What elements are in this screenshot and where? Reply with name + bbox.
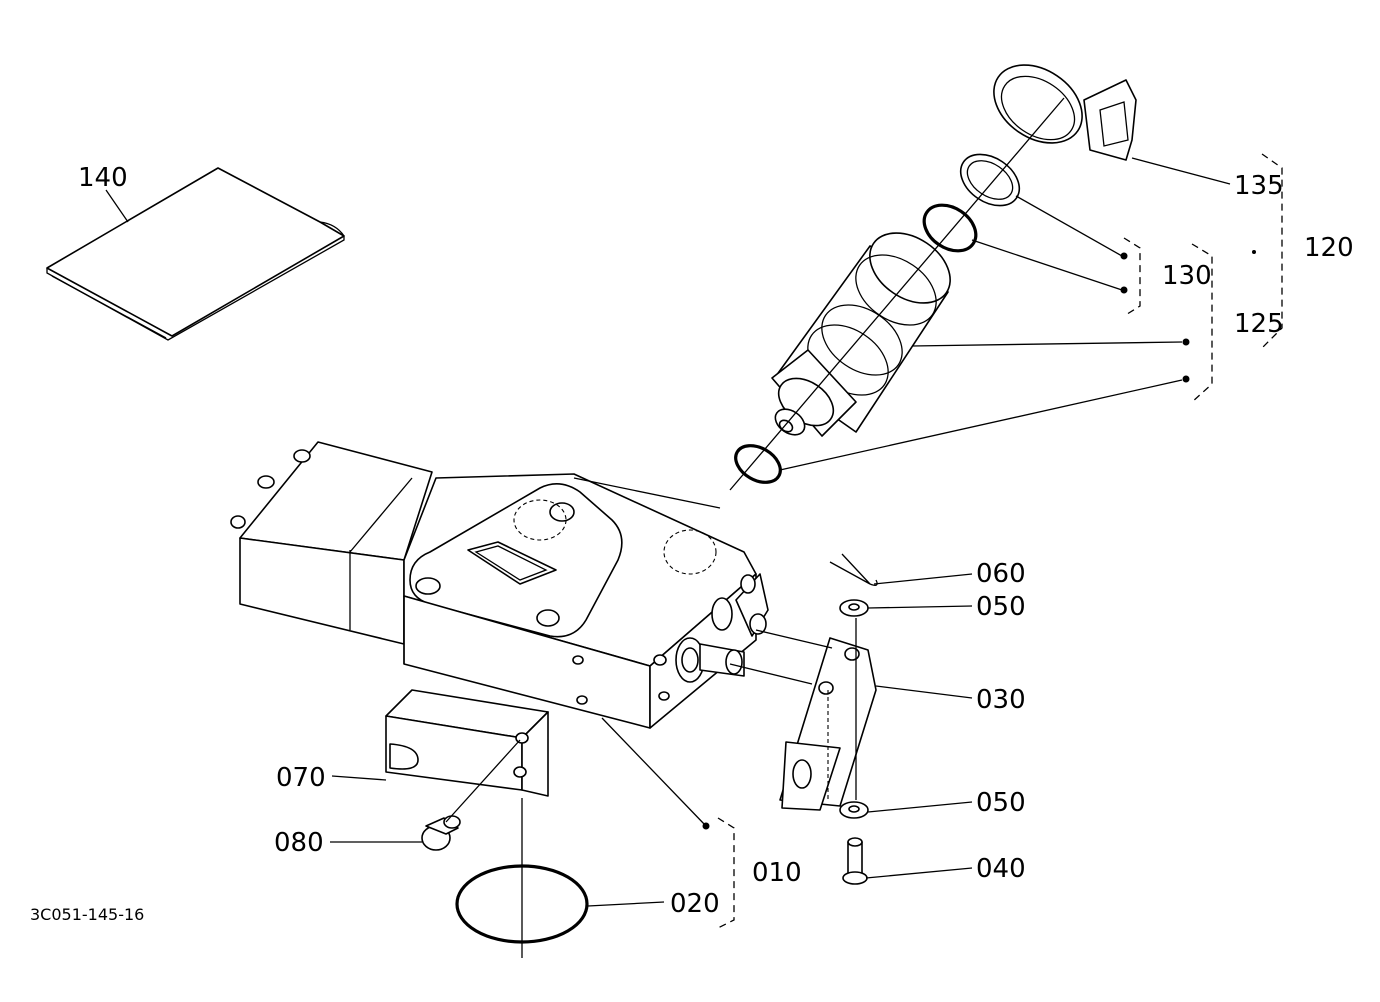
part-030-lever: [779, 637, 877, 811]
part-135-clamp: [993, 64, 1137, 161]
label-050-bottom: 050: [976, 788, 1026, 818]
label-080: 080: [274, 828, 324, 858]
label-140: 140: [78, 163, 128, 193]
label-020: 020: [670, 889, 720, 919]
label-135: 135: [1234, 171, 1284, 201]
axis-lines: [445, 97, 1065, 958]
part-070-bracket: [385, 689, 549, 797]
grouping-brackets: [717, 153, 1283, 929]
label-010: 010: [752, 858, 802, 888]
leader-lines: [330, 157, 1231, 907]
label-070: 070: [276, 763, 326, 793]
label-040: 040: [976, 854, 1026, 884]
part-labels: 140 135 120 130 125 060 050 030 070 050 …: [78, 163, 1354, 919]
part-130-oring-small: [734, 444, 782, 484]
label-030: 030: [976, 685, 1026, 715]
label-125: 125: [1234, 309, 1284, 339]
part-135-seal-ring: [959, 153, 1021, 207]
label-120: 120: [1304, 233, 1354, 263]
part-140-manual: [46, 167, 345, 341]
label-130: 130: [1162, 261, 1212, 291]
label-050-top: 050: [976, 592, 1026, 622]
reference-dots: [702, 250, 1256, 830]
part-040-pin: [842, 837, 868, 885]
reference-code: 3C051-145-16: [30, 905, 144, 924]
part-060-clip: [829, 553, 878, 586]
valve-body: [230, 441, 769, 729]
part-050-washer-bottom: [839, 801, 869, 819]
label-060: 060: [976, 559, 1026, 589]
part-080-bolt: [421, 815, 461, 851]
part-050-washer-top: [839, 599, 869, 617]
